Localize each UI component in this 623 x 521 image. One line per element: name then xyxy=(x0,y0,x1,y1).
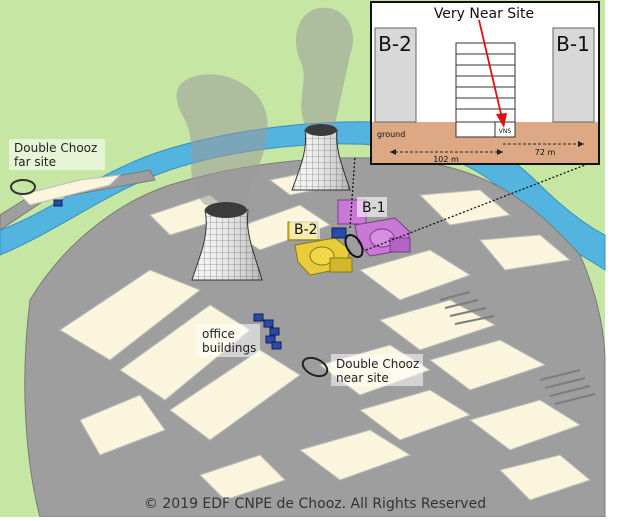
parking-lots xyxy=(439,291,596,405)
near-site-marker xyxy=(301,356,329,378)
steam-plume-left xyxy=(176,74,268,205)
b2-label: B-2 xyxy=(294,222,318,238)
b1-label: B-1 xyxy=(362,200,386,216)
vns-marker xyxy=(344,234,364,258)
plant-site xyxy=(24,157,606,518)
inset-b1-building xyxy=(552,27,595,123)
steam-plume-right xyxy=(296,7,354,126)
inset-distance-right: 72 m xyxy=(535,148,556,157)
inset-floors xyxy=(455,42,516,138)
near-site-label-line1: Double Chooz xyxy=(336,357,419,371)
right-margin xyxy=(605,0,623,517)
distance-arrow-left-end xyxy=(497,149,503,155)
inset-b2-label: B-2 xyxy=(378,32,412,56)
inset-title: Very Near Site xyxy=(434,6,534,22)
far-site-plot xyxy=(19,174,122,206)
inset-arrow xyxy=(478,19,503,119)
inset-vns-label: VNS xyxy=(499,128,512,135)
inset-leader-right xyxy=(365,159,599,251)
far-site-label-bg xyxy=(9,139,105,170)
near-site-label-line2: near site xyxy=(336,371,389,385)
cooling-tower-left xyxy=(191,202,263,281)
cooling-tower-right xyxy=(291,124,351,191)
far-site-label-line2: far site xyxy=(14,155,56,169)
copyright-notice: © 2019 EDF CNPE de Chooz. All Rights Res… xyxy=(144,496,486,512)
inset-distance-left: 102 m xyxy=(433,155,459,164)
inset-leader-left xyxy=(349,155,356,229)
office-label-line1: office xyxy=(202,327,235,341)
far-site-building xyxy=(53,199,63,207)
office-label-bg xyxy=(196,324,260,357)
inset-b2-building xyxy=(374,27,417,123)
b1-label-bg xyxy=(357,197,387,217)
office-label-line2: buildings xyxy=(202,341,256,355)
vns-inset xyxy=(370,1,600,165)
distance-arrow-left xyxy=(390,149,396,155)
inset-ground-label: ground xyxy=(377,130,405,139)
near-site-label-bg xyxy=(331,354,423,386)
distance-arrow-right xyxy=(578,141,584,147)
inset-arrowhead xyxy=(496,113,507,128)
inset-b1-label: B-1 xyxy=(556,32,590,56)
b2-label-bg xyxy=(290,219,320,239)
far-site-label-line1: Double Chooz xyxy=(14,141,97,155)
office-buildings xyxy=(253,313,282,350)
vns-building xyxy=(331,227,347,239)
far-site-marker xyxy=(10,179,36,195)
